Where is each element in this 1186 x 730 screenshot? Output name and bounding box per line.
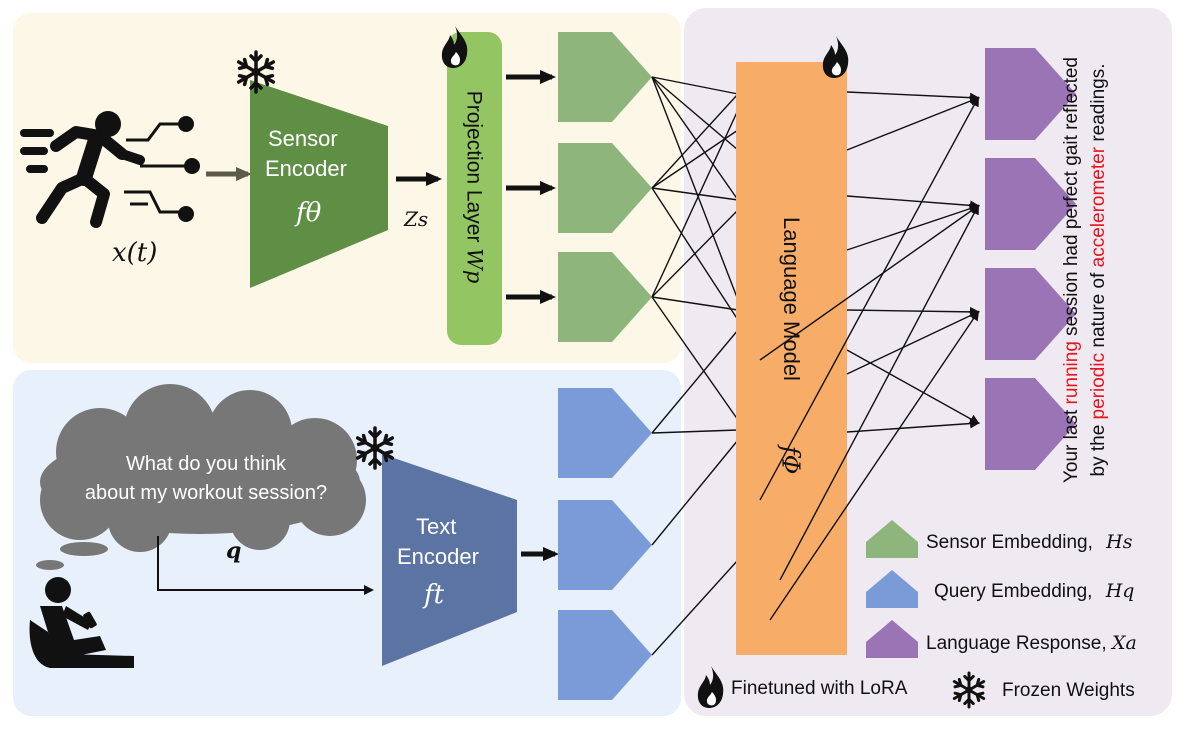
legend-response-symbol: Xa	[1111, 632, 1137, 654]
response-segment: by the	[1088, 419, 1109, 477]
response-segment: Your last	[1061, 404, 1082, 484]
legend-frozen-label: Frozen Weights	[1002, 680, 1135, 701]
input-connections	[651, 76, 739, 656]
user-question-line-1: What do you think	[125, 453, 287, 475]
latent-symbol: Zs	[404, 207, 429, 231]
input-signal-label: x(t)	[112, 238, 158, 268]
legend-sensor-swatch	[866, 520, 918, 558]
text-encoder-title: Text	[416, 514, 457, 539]
query-symbol: q	[226, 538, 242, 564]
sensor-encoder-symbol: fθ	[296, 198, 322, 228]
projection-layer-text: Projection Layer	[462, 90, 486, 243]
legend-sensor-text: Sensor Embedding,	[926, 532, 1093, 553]
response-line-1: Your last running session had perfect ga…	[1058, 18, 1085, 522]
legend-sensor-symbol: Hs	[1106, 531, 1133, 553]
legend-response-text: Language Response,	[926, 633, 1107, 654]
user-question: What do you think about my workout sessi…	[66, 450, 346, 508]
response-segment: running	[1061, 341, 1082, 405]
legend-query-text: Query Embedding,	[934, 581, 1093, 602]
projection-layer-symbol: Wp	[462, 248, 487, 284]
legend-response-label: Language Response, Xa	[926, 632, 1137, 655]
response-segment: periodic	[1088, 352, 1109, 420]
legend-response-swatch	[866, 620, 918, 658]
response-segment: readings.	[1088, 63, 1109, 147]
response-embedding	[985, 378, 1076, 470]
sensor-encoder	[250, 80, 388, 288]
response-segment: nature of	[1088, 267, 1109, 353]
query-line	[157, 536, 374, 595]
sensor-encoder-title: Sensor	[268, 126, 338, 151]
sensor-embedding	[558, 143, 652, 233]
legend-query-label: Query Embedding, Hq	[934, 580, 1134, 603]
projection-layer-label: Projection Layer Wp	[459, 80, 491, 295]
legend-query-symbol: Hq	[1105, 580, 1135, 602]
text-encoder	[382, 454, 517, 666]
sensor-embedding	[558, 32, 652, 122]
sensor-encoder-title-2: Encoder	[265, 156, 347, 181]
language-model	[736, 62, 847, 655]
sensor-embedding	[558, 252, 652, 342]
projection-layer	[447, 32, 502, 345]
query-embedding	[558, 610, 652, 700]
user-question-line-2: about my workout session?	[84, 482, 328, 504]
thought-cloud-icon	[36, 384, 366, 570]
response-line-2: by the periodic nature of accelerometer …	[1085, 18, 1112, 522]
response-embedding	[985, 268, 1076, 360]
output-connections	[759, 91, 980, 621]
legend-sensor-label: Sensor Embedding, Hs	[926, 531, 1133, 554]
query-embedding	[558, 388, 652, 478]
response-segment: session had perfect gait reflected	[1061, 57, 1082, 342]
text-encoder-title-2: Encoder	[397, 544, 479, 569]
response-segment: accelerometer	[1088, 146, 1109, 268]
language-model-symbol: fΦ	[776, 445, 805, 475]
language-model-label: Language Model	[779, 217, 804, 381]
runner-sensor-icon	[20, 111, 200, 228]
query-embedding	[558, 500, 652, 590]
text-encoder-symbol: ft	[424, 580, 445, 610]
response-embedding	[985, 48, 1076, 140]
response-embedding	[985, 158, 1076, 250]
language-response-text: Your last running session had perfect ga…	[1058, 18, 1114, 522]
legend-finetuned-label: Finetuned with LoRA	[731, 678, 908, 699]
person-phone-icon	[29, 577, 134, 668]
legend-query-swatch	[866, 570, 918, 608]
